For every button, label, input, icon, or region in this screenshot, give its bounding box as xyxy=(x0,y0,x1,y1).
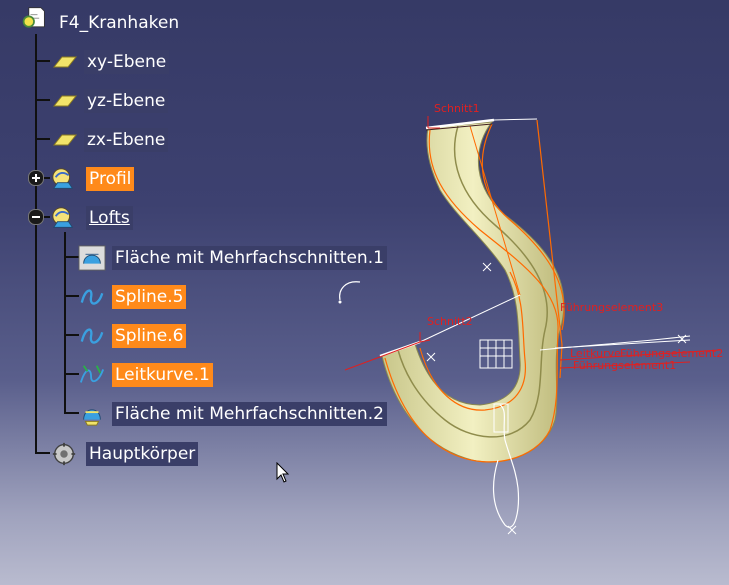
label-schnitt1: Schnitt1 xyxy=(434,102,480,115)
spine-line[interactable] xyxy=(536,119,563,379)
plane-icon xyxy=(52,95,78,107)
tree-line-lofts xyxy=(64,232,66,414)
plane-icon xyxy=(52,134,78,146)
mouse-cursor-icon xyxy=(276,462,290,483)
plane-icon xyxy=(52,56,78,68)
part-body-icon xyxy=(52,442,76,466)
spline-icon xyxy=(80,328,104,344)
label-fuehrung3: Führungselement3 xyxy=(560,301,663,314)
tree-line-main xyxy=(35,34,37,454)
multi-section-surface-icon xyxy=(83,409,101,426)
section-1[interactable] xyxy=(425,118,495,130)
label-fuehrung1: Führungselement1 xyxy=(573,359,676,372)
geometrical-set-icon xyxy=(52,168,74,189)
guide-curve-icon xyxy=(79,365,105,383)
geometrical-set-icon xyxy=(52,207,74,228)
spline-icon xyxy=(80,289,104,305)
tree-root-label: F4_Kranhaken xyxy=(59,13,180,33)
guide-curve-orange-1[interactable] xyxy=(384,129,559,463)
expand-plus-icon[interactable] xyxy=(28,170,44,186)
label-leitkurve: Leitkurve xyxy=(570,347,621,360)
rotation-arc-icon xyxy=(339,281,361,301)
lower-profile-curve[interactable] xyxy=(492,404,520,528)
multi-section-surface-icon xyxy=(78,245,106,271)
label-schnitt2: Schnitt2 xyxy=(427,315,473,328)
axis-compass-icon xyxy=(479,339,513,369)
part-document-icon xyxy=(22,7,45,28)
guide-curve-orange-2[interactable] xyxy=(481,123,565,331)
label-fuehrung2: Führungselement2 xyxy=(620,347,723,360)
collapse-minus-icon[interactable] xyxy=(28,209,44,225)
